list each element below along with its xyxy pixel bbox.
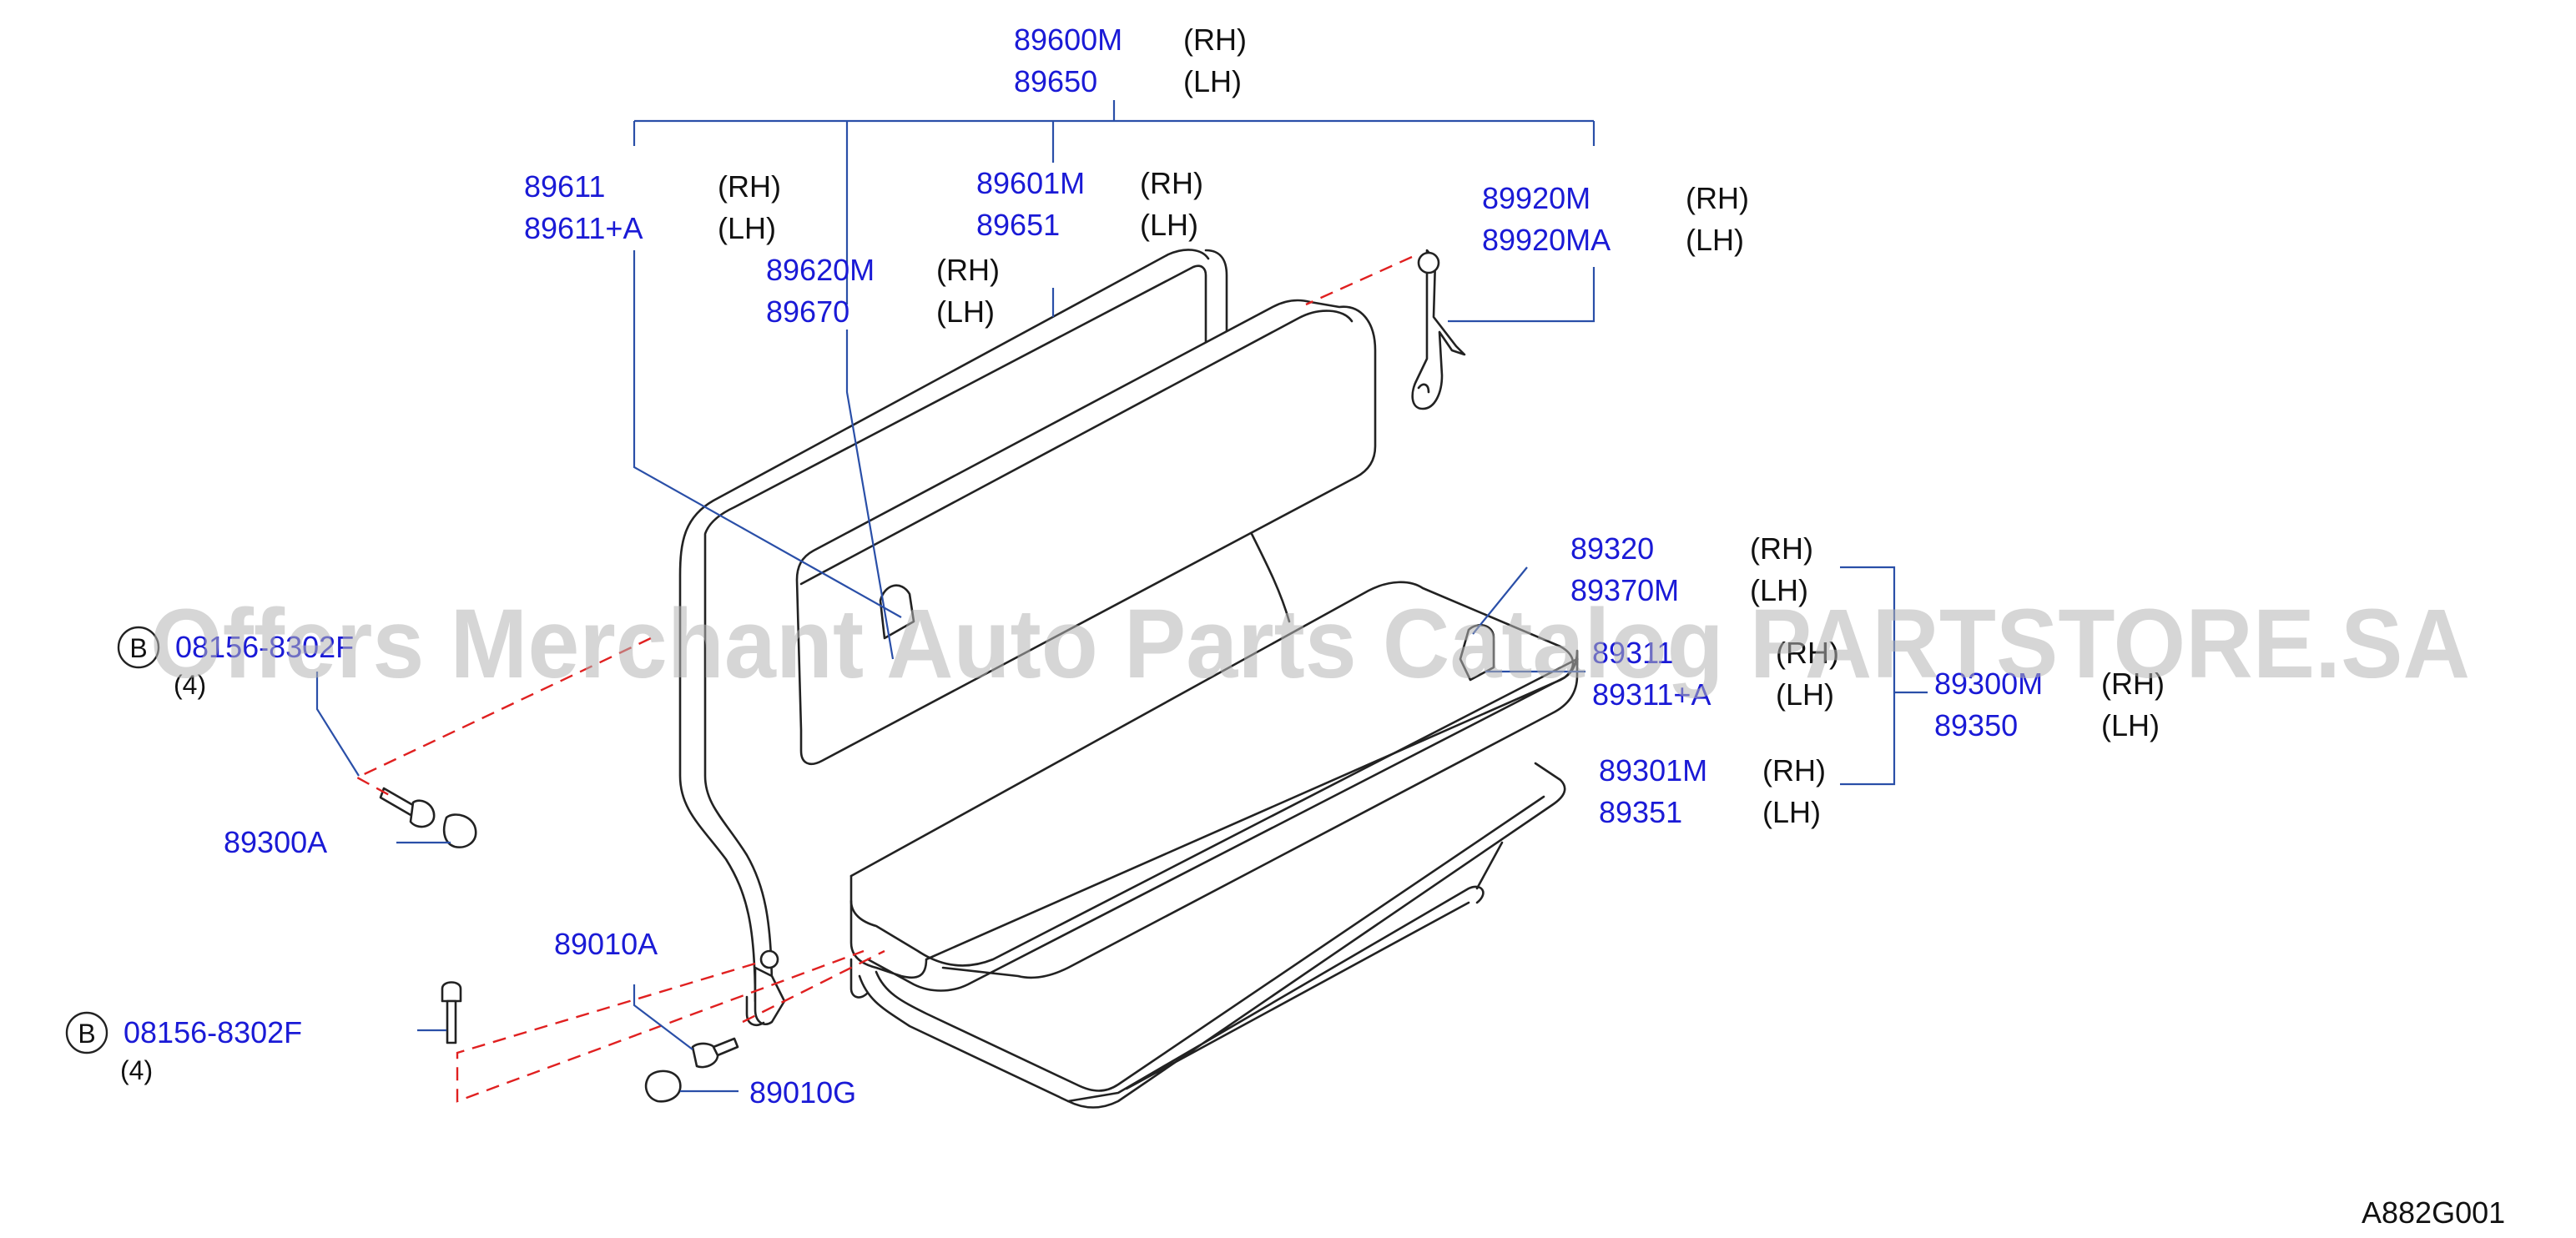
reference-marker-letter: B bbox=[129, 633, 147, 663]
side-rh: (RH) bbox=[2101, 667, 2165, 701]
side-rh: (RH) bbox=[1750, 531, 1813, 566]
part-number-89920m[interactable]: 89920M bbox=[1482, 181, 1590, 215]
side-rh: (RH) bbox=[718, 169, 781, 204]
side-lh: (LH) bbox=[1762, 795, 1821, 829]
part-number-89370m[interactable]: 89370M bbox=[1570, 573, 1679, 607]
side-lh: (LH) bbox=[1686, 223, 1744, 257]
part-number-89301m[interactable]: 89301M bbox=[1599, 753, 1707, 788]
part-number-89320[interactable]: 89320 bbox=[1570, 531, 1654, 566]
reference-marker-b bbox=[65, 1011, 108, 1054]
part-number-08156-8302f[interactable]: 08156-8302F bbox=[175, 630, 354, 664]
label-assembly: 89600M (RH) 89650 (LH) bbox=[1014, 23, 1247, 98]
reference-marker-letter: B bbox=[78, 1019, 95, 1049]
back-cushion-edge bbox=[799, 310, 1354, 586]
frame-bracket-hole bbox=[759, 949, 779, 969]
part-number-89601m[interactable]: 89601M bbox=[976, 166, 1085, 200]
lower-bolt[interactable] bbox=[441, 981, 462, 1044]
latch-hook bbox=[1417, 383, 1430, 394]
label-latch: 89920M (RH) 89920MA (LH) bbox=[1482, 181, 1749, 257]
part-number-89350[interactable]: 89350 bbox=[1934, 708, 2018, 742]
side-rh: (RH) bbox=[1140, 166, 1203, 200]
seat-illustration bbox=[379, 249, 1579, 1109]
label-bolt-upper: B 08156-8302F (4) bbox=[117, 626, 354, 700]
back-cushion-strut bbox=[1250, 532, 1291, 623]
label-cushion-upper: 89320 (RH) 89370M (LH) bbox=[1570, 531, 1813, 607]
back-trim-clip[interactable] bbox=[879, 584, 915, 640]
label-cushion-frame: 89301M (RH) 89351 (LH) bbox=[1599, 753, 1826, 829]
side-rh: (RH) bbox=[1686, 181, 1749, 215]
lower-cap[interactable] bbox=[644, 1069, 682, 1103]
quantity: (4) bbox=[174, 670, 206, 700]
side-lh: (LH) bbox=[1750, 573, 1808, 607]
frame-bracket[interactable] bbox=[754, 966, 786, 1026]
label-cushion-assembly: 89300M (RH) 89350 (LH) bbox=[1934, 667, 2165, 742]
part-number-89620m[interactable]: 89620M bbox=[766, 253, 875, 287]
side-lh: (LH) bbox=[718, 211, 776, 245]
part-number-89311-a[interactable]: 89311+A bbox=[1592, 677, 1711, 712]
watermark: Offers Merchant Auto Parts Catalog PARTS… bbox=[150, 589, 2470, 699]
diagram-code: A882G001 bbox=[2362, 1195, 2505, 1230]
side-rh: (RH) bbox=[1762, 753, 1826, 788]
side-rh: (RH) bbox=[1776, 636, 1839, 670]
side-lh: (LH) bbox=[1776, 677, 1834, 712]
label-frame: 89611 (RH) 89611+A (LH) bbox=[524, 169, 781, 245]
part-number-89010a[interactable]: 89010A bbox=[554, 927, 658, 961]
cushion-side-piece[interactable] bbox=[1459, 623, 1495, 682]
label-cushion-trim: 89311 (RH) 89311+A (LH) bbox=[1592, 636, 1839, 712]
side-lh: (LH) bbox=[2101, 708, 2160, 742]
frame-foot bbox=[745, 995, 765, 1026]
seat-back-cushion[interactable] bbox=[795, 299, 1377, 765]
part-number-08156-8302f[interactable]: 08156-8302F bbox=[124, 1015, 302, 1049]
part-number-89311[interactable]: 89311 bbox=[1592, 636, 1673, 670]
seat-cushion-frame[interactable] bbox=[849, 762, 1566, 1109]
seat-latch[interactable] bbox=[1411, 249, 1466, 410]
part-number-89651[interactable]: 89651 bbox=[976, 208, 1060, 242]
part-number-89650[interactable]: 89650 bbox=[1014, 64, 1097, 98]
part-number-89670[interactable]: 89670 bbox=[766, 294, 849, 329]
clip-part[interactable] bbox=[691, 1037, 739, 1069]
part-number-89300a[interactable]: 89300A bbox=[224, 825, 327, 859]
label-bolt-lower: B 08156-8302F (4) bbox=[65, 1011, 302, 1085]
label-back-trim: 89620M (RH) 89670 (LH) bbox=[766, 253, 1000, 329]
side-rh: (RH) bbox=[936, 253, 1000, 287]
side-rh: (RH) bbox=[1183, 23, 1247, 57]
part-number-89010g[interactable]: 89010G bbox=[749, 1075, 856, 1110]
label-back-cushion: 89601M (RH) 89651 (LH) bbox=[976, 166, 1203, 242]
side-lh: (LH) bbox=[1140, 208, 1198, 242]
quantity: (4) bbox=[120, 1055, 153, 1085]
upper-cap[interactable] bbox=[442, 813, 477, 848]
part-number-89300m[interactable]: 89300M bbox=[1934, 667, 2043, 701]
part-number-89600m[interactable]: 89600M bbox=[1014, 23, 1122, 57]
side-lh: (LH) bbox=[1183, 64, 1242, 98]
part-number-89351[interactable]: 89351 bbox=[1599, 795, 1682, 829]
leader-lines bbox=[315, 100, 1928, 1093]
seat-cushion-edge bbox=[849, 657, 1579, 967]
part-number-89611[interactable]: 89611 bbox=[524, 169, 605, 204]
side-lh: (LH) bbox=[936, 294, 995, 329]
reference-marker-b bbox=[117, 626, 160, 669]
latch-bolt bbox=[1417, 251, 1440, 274]
upper-bolt[interactable] bbox=[379, 787, 436, 828]
part-number-89920ma[interactable]: 89920MA bbox=[1482, 223, 1611, 257]
seat-back-frame[interactable] bbox=[678, 249, 1228, 1015]
part-number-89611-a[interactable]: 89611+A bbox=[524, 211, 643, 245]
